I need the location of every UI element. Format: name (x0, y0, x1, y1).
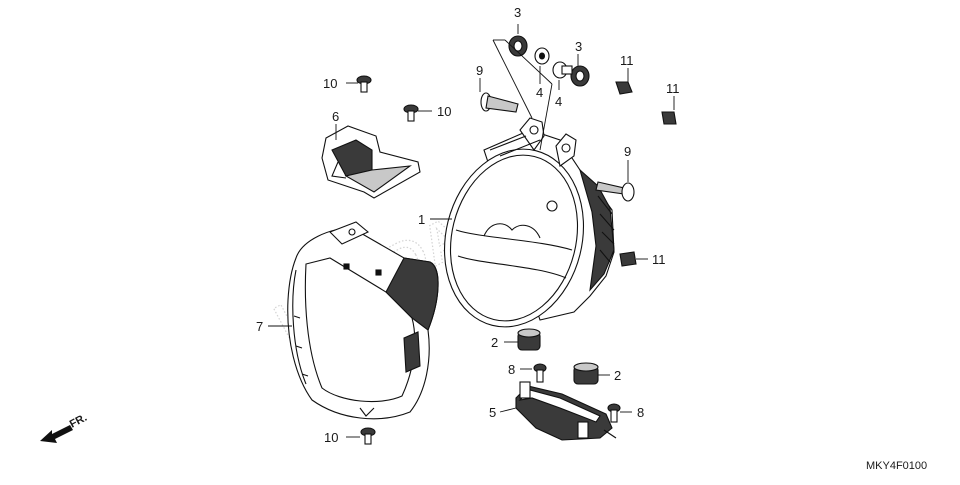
callout-1: 1 (418, 212, 425, 227)
leader-lines (268, 24, 675, 438)
clip-nut-11-lower (619, 251, 637, 267)
clip-nut-11-middle (661, 111, 677, 125)
callout-10: 10 (437, 104, 451, 119)
callout-8: 8 (508, 362, 515, 377)
grommet-3-left (508, 35, 528, 57)
grommet-3-right (570, 65, 590, 87)
callout-3: 3 (575, 39, 582, 54)
callout-2: 2 (491, 335, 498, 350)
callout-9: 9 (624, 144, 631, 159)
callout-8: 8 (637, 405, 644, 420)
arrow-icon (40, 425, 73, 443)
headlight-unit (443, 117, 615, 328)
bolt-10-bottom (360, 427, 376, 445)
callout-2: 2 (614, 368, 621, 383)
callout-7: 7 (256, 319, 263, 334)
bolt-8-upper (533, 363, 547, 383)
bolt-8-lower (607, 403, 621, 423)
bolt-9-right (595, 181, 635, 202)
diagram-code: MKY4F0100 (866, 460, 927, 472)
collar-4-right (552, 61, 573, 79)
clip-nut-11-top (615, 81, 633, 95)
front-direction-arrow: FR. (40, 412, 89, 443)
callout-10: 10 (323, 76, 337, 91)
callout-3: 3 (514, 5, 521, 20)
headlight-stay-bracket (321, 125, 421, 199)
headlight-lower-bracket (515, 381, 617, 441)
cushion-2-left (517, 328, 541, 351)
direction-label: FR. (68, 412, 89, 431)
bolt-9-left (480, 92, 519, 113)
cushion-2-right (573, 362, 599, 385)
callout-9: 9 (476, 63, 483, 78)
headlight-rim-case (287, 221, 439, 420)
callout-4: 4 (555, 94, 562, 109)
callout-11: 11 (652, 252, 666, 267)
callout-labels: 3 3 4 4 9 9 10 10 10 6 7 1 11 11 11 2 2 … (256, 5, 680, 445)
callout-5: 5 (489, 405, 496, 420)
collar-4-left (534, 47, 550, 65)
callout-11: 11 (620, 53, 634, 68)
bolt-10-top (356, 75, 372, 93)
callout-6: 6 (332, 109, 339, 124)
bolt-10-middle (403, 104, 419, 122)
callout-11: 11 (666, 81, 680, 96)
callout-4: 4 (536, 85, 543, 100)
callout-10: 10 (324, 430, 338, 445)
